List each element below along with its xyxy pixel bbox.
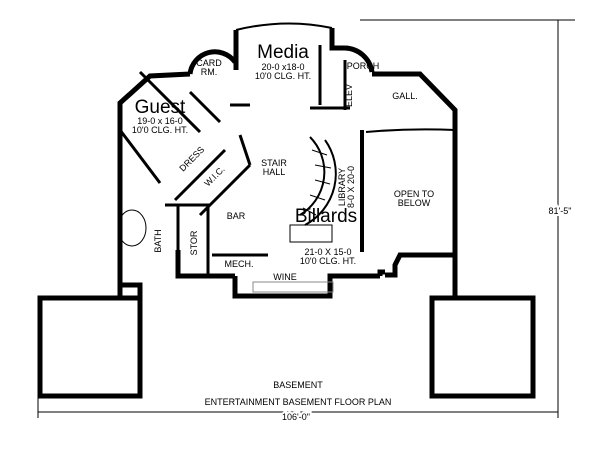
wine-label: WINE [273,272,297,282]
mech-label: MECH. [225,259,254,269]
library-size: 8-0 X 20-0 [346,166,356,208]
spiral-stair [299,136,337,226]
wine-rack [252,281,334,293]
caption-subtitle: ENTERTAINMENT BASEMENT FLOOR PLAN [205,397,392,407]
library-label: LIBRARY [337,168,347,206]
stair-hall-label-2: HALL [263,167,286,177]
open-to-below-label: OPEN TO [394,189,434,199]
elev-label: ELEV [344,84,354,107]
billiards-size: 21-0 X 15-0 [304,247,351,257]
card-room-label-2: RM. [201,67,218,77]
bath-label: BATH [153,229,163,252]
media-ceiling: 10'0 CLG. HT. [255,71,311,81]
open-to-below-label-2: BELOW [398,198,431,208]
bar-label: BAR [227,211,246,221]
gallery-label: GALL. [392,91,418,101]
guest-name: Guest [135,97,186,118]
guest-size: 19-0 x 16-0 [137,116,183,126]
billiards-ceiling: 10'0 CLG. HT. [300,256,356,266]
garage-left [37,295,143,399]
caption-title: BASEMENT [273,380,323,390]
card-room-label: CARD [196,58,222,68]
depth-dimension: 81'-5" [549,206,572,216]
billiard-table [289,224,333,243]
media-size: 20-0 x18-0 [261,62,304,72]
bathtub [117,209,147,247]
dimension-lines [37,19,575,418]
media-name: Media [257,42,309,63]
stair-hall-label: STAIR [261,158,287,168]
exterior-walls [117,22,458,299]
stor-label: STOR [189,230,199,255]
garage-right [429,295,536,399]
width-dimension: 106'-0" [282,412,310,422]
guest-ceiling: 10'0 CLG. HT. [132,125,188,135]
dress-label: DRESS [177,144,206,173]
interior-walls [118,45,456,276]
billiards-name: Billards [295,206,357,227]
porch-label: PORCH [347,61,380,71]
